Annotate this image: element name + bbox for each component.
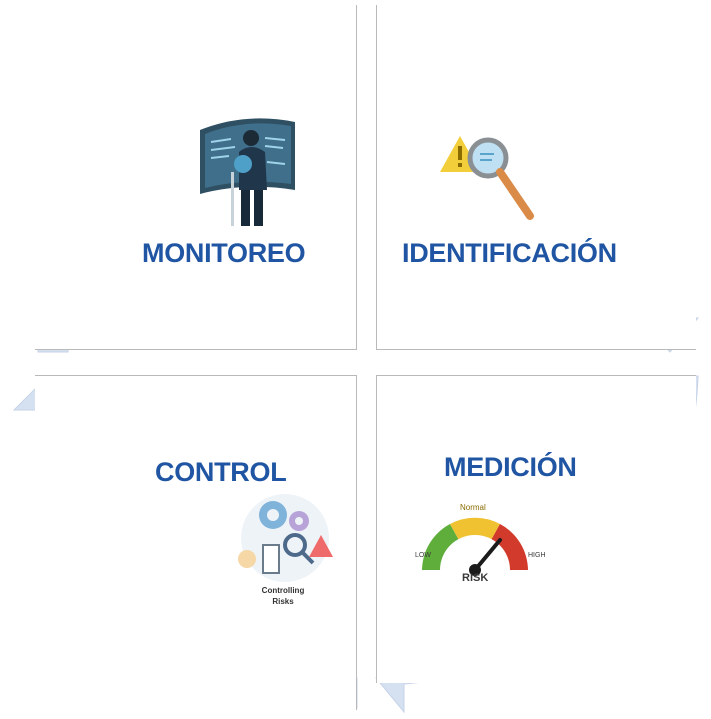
quadrant-identificacion (376, 5, 696, 350)
quadrant-monitoreo (35, 5, 357, 350)
controlling-risks-caption: Controlling Risks (248, 585, 318, 607)
gauge-label-normal: Normal (460, 503, 486, 512)
stage-label-monitoreo: MONITOREO (142, 238, 306, 268)
gauge-label-low: LOW (415, 552, 431, 559)
caption-line-2: Risks (272, 597, 294, 606)
caption-line-1: Controlling (261, 586, 305, 595)
monitoring-person-icon (200, 118, 295, 226)
controlling-risks-icon (238, 494, 333, 582)
stage-label-medicion: MEDICIÓN (444, 452, 577, 482)
gauge-label-high: HIGH (528, 552, 546, 559)
stage-label-identificacion: IDENTIFICACIÓN (402, 238, 617, 268)
risk-gauge-icon (422, 517, 528, 576)
warning-magnifier-icon (440, 136, 534, 220)
stage-label-control: CONTROL (155, 457, 287, 487)
gauge-label-risk: RISK (462, 572, 489, 584)
quadrant-medicion (376, 375, 696, 683)
